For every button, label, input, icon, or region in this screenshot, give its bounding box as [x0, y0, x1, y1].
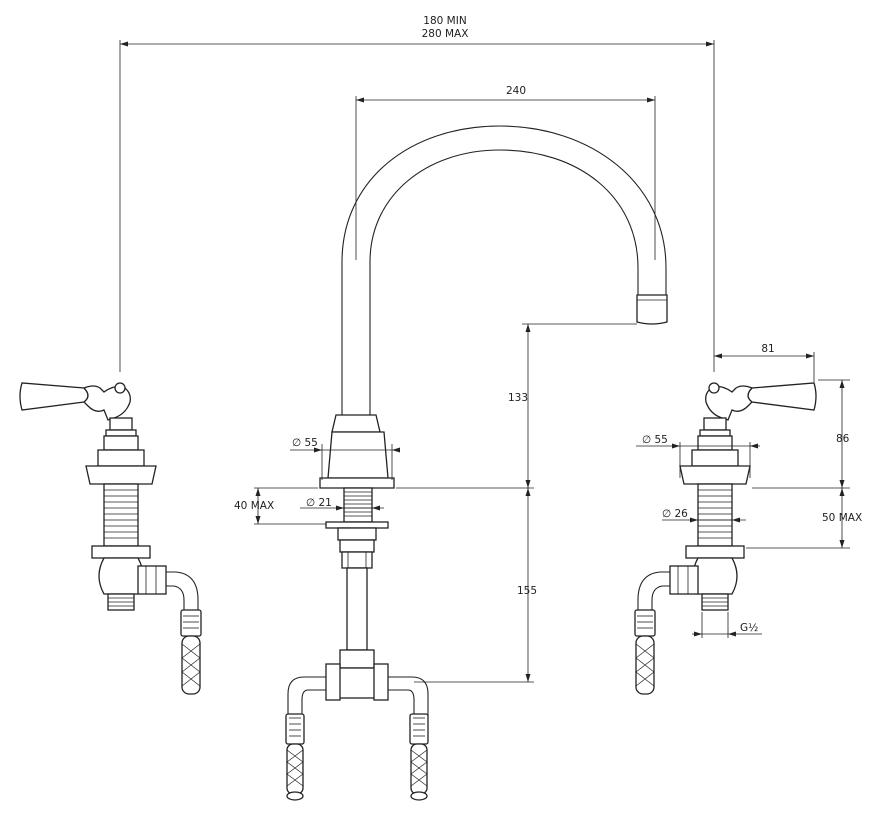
center-diameter-dims: ∅ 55 ∅ 21 — [290, 437, 400, 511]
handle-offset-label: 81 — [761, 343, 774, 355]
deck-max-right-label: 50 MAX — [822, 512, 862, 524]
left-valve — [19, 382, 202, 695]
center-shank-diameter: ∅ 21 — [306, 497, 332, 509]
center-body-diameter: ∅ 55 — [292, 437, 318, 449]
spread-min-label: 180 MIN — [423, 15, 466, 27]
spout-height-label: 133 — [508, 392, 528, 404]
height-dimensions: 133 155 — [396, 323, 637, 683]
left-deck-dimension: 40 MAX — [234, 487, 326, 525]
right-valve-dimensions: 81 86 50 MAX ∅ 55 ∅ 26 G½ — [636, 343, 862, 638]
spread-dimension: 180 MIN 280 MAX — [119, 15, 715, 372]
center-spout — [285, 125, 668, 801]
reach-dimension: 240 — [355, 85, 656, 260]
handle-height-label: 86 — [836, 433, 850, 445]
reach-label: 240 — [506, 85, 526, 97]
spread-max-label: 280 MAX — [422, 28, 469, 40]
side-shank-diameter: ∅ 26 — [662, 508, 688, 520]
thread-size-label: G½ — [740, 622, 758, 634]
under-counter-label: 155 — [517, 585, 537, 597]
deck-max-left-label: 40 MAX — [234, 500, 274, 512]
side-body-diameter: ∅ 55 — [642, 434, 668, 446]
right-valve — [634, 382, 817, 695]
